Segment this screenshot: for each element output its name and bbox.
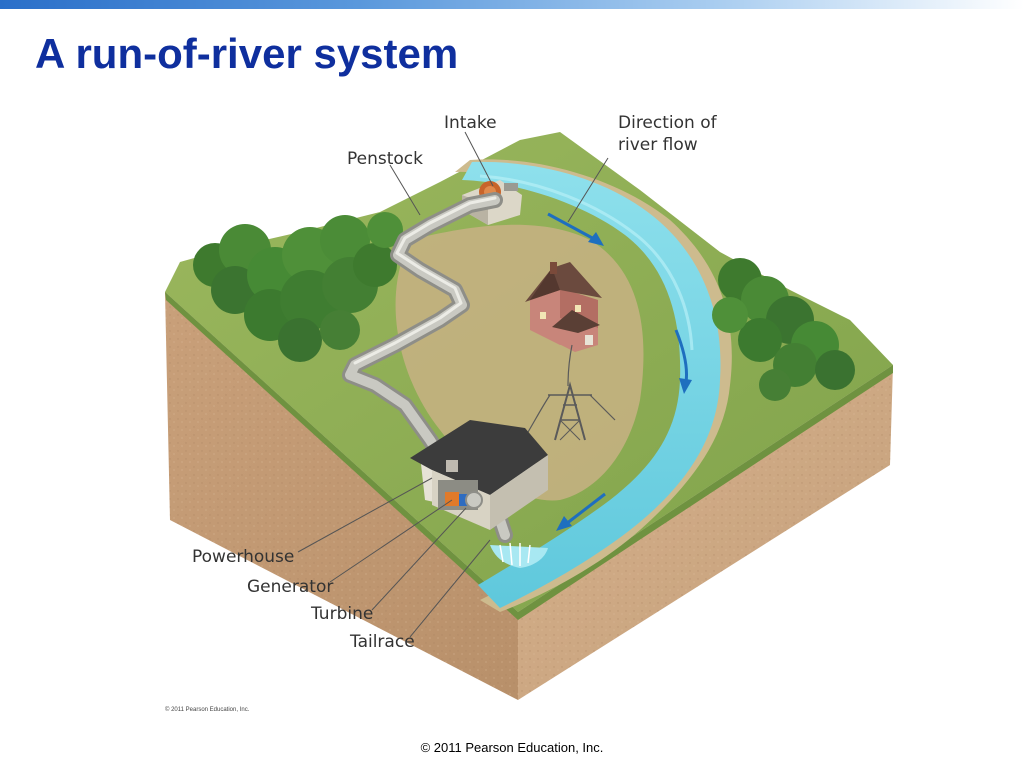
grass-edge-right — [518, 365, 893, 620]
label-powerhouse: Powerhouse — [192, 547, 294, 567]
label-tailrace: Tailrace — [349, 632, 415, 652]
powerhouse-building — [410, 420, 548, 530]
river-highlight — [479, 174, 694, 351]
top-accent-bar — [0, 0, 1024, 9]
river — [462, 161, 721, 608]
label-turbine: Turbine — [310, 604, 373, 624]
tailrace-outflow — [490, 542, 548, 568]
house — [525, 262, 602, 352]
transmission-tower — [519, 344, 616, 446]
flow-arrow-lower — [556, 492, 606, 531]
label-generator: Generator — [247, 577, 333, 597]
leader-lines — [297, 131, 609, 638]
label-penstock: Penstock — [347, 149, 423, 169]
figure-credit: © 2011 Pearson Education, Inc. — [165, 706, 250, 713]
label-flow-line1: Direction of — [618, 113, 718, 133]
slide-title: A run-of-river system — [35, 30, 459, 77]
footer-copyright: © 2011 Pearson Education, Inc. — [420, 740, 604, 755]
trees-right — [712, 258, 855, 401]
flow-arrow-middle — [674, 329, 692, 394]
soil-right-face-texture — [518, 365, 893, 700]
grass-edge-left — [165, 292, 518, 620]
label-flow-line2: river flow — [618, 135, 698, 155]
slide-footer: © 2011 Pearson Education, Inc. — [0, 740, 1024, 755]
soil-left-face-texture — [165, 292, 518, 700]
label-intake: Intake — [444, 113, 497, 133]
trees-left — [193, 212, 403, 362]
flow-arrow-upper — [547, 212, 604, 246]
